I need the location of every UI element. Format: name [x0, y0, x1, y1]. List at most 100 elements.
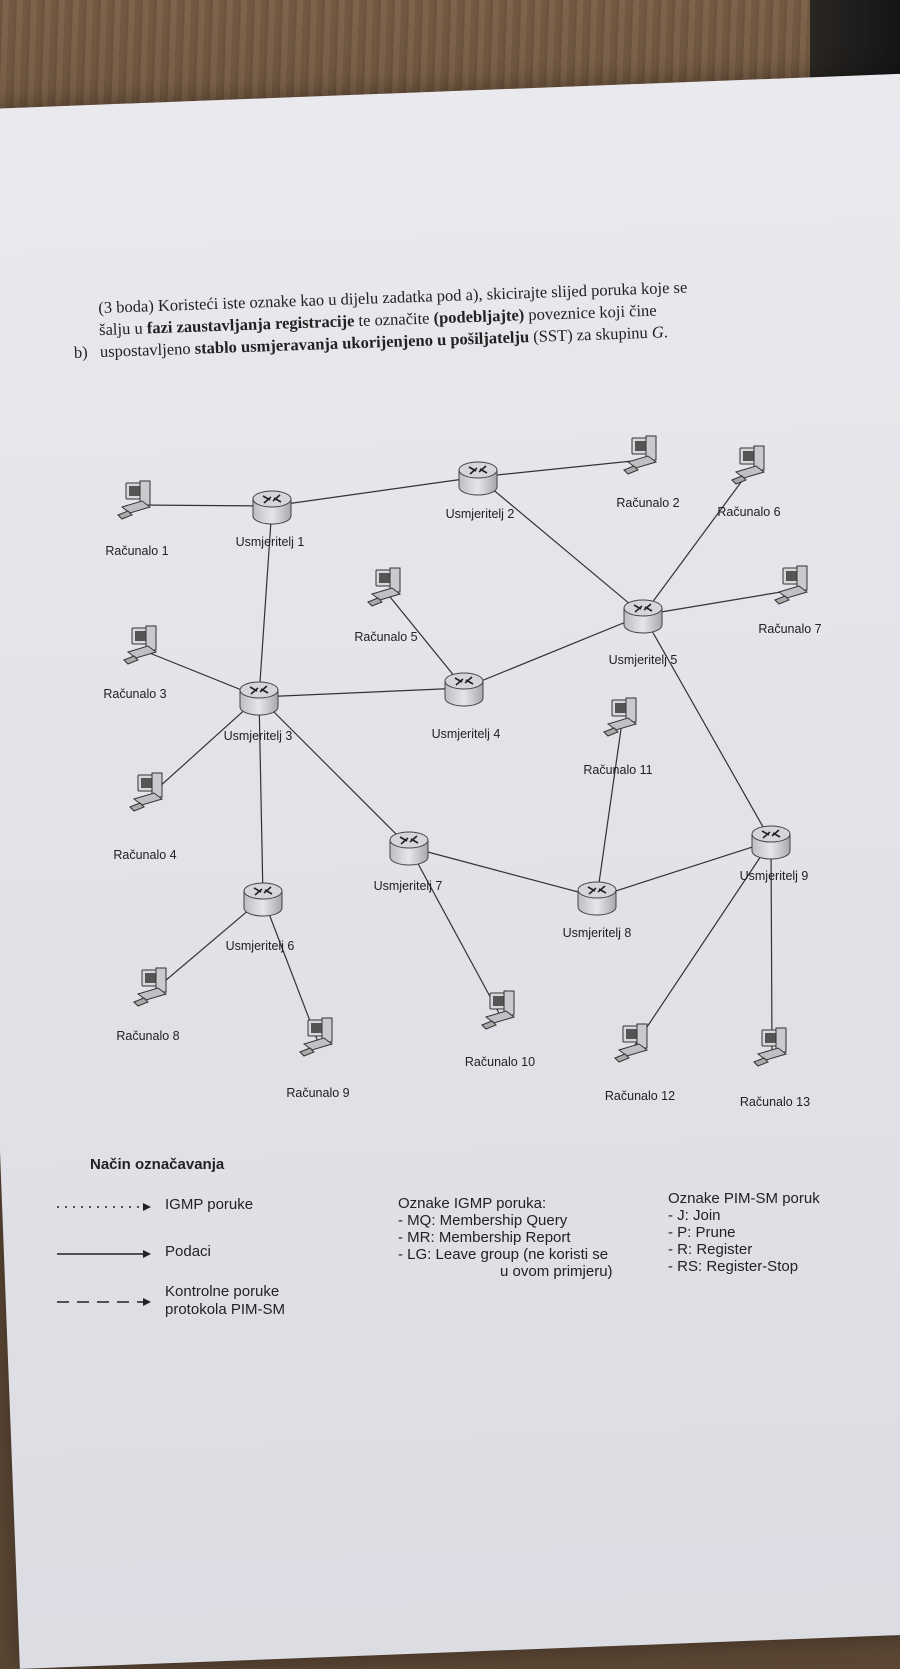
- computer-9: Računalo 9: [286, 1017, 350, 1100]
- link-r5-c6: [642, 469, 751, 616]
- router-icon: [252, 490, 292, 525]
- link-r9-c13: [770, 840, 773, 1053]
- computer-7: Računalo 7: [758, 565, 822, 636]
- links-layer: [135, 459, 794, 1053]
- pim-code-register-stop: - RS: Register-Stop: [668, 1258, 799, 1275]
- igmp-codes-title: Oznake IGMP poruka:: [398, 1195, 547, 1212]
- link-r3-r7: [258, 696, 410, 848]
- computer-icon: [133, 967, 167, 1007]
- router-5: Usmjeritelj 5: [609, 599, 678, 667]
- igmp-code-mq: - MQ: Membership Query: [398, 1212, 568, 1229]
- igmp-code-lg-cont: u ovom primjeru): [500, 1263, 613, 1280]
- legend-data-label: Podaci: [165, 1243, 211, 1260]
- link-r2-c2: [477, 459, 643, 478]
- router-label-2: Usmjeritelj 2: [446, 507, 515, 521]
- igmp-code-lg: - LG: Leave group (ne koristi se: [398, 1246, 609, 1263]
- link-r2-r5: [477, 476, 644, 616]
- router-label-8: Usmjeritelj 8: [563, 926, 632, 940]
- computer-5: Računalo 5: [354, 567, 418, 644]
- router-label-3: Usmjeritelj 3: [224, 729, 293, 743]
- computer-label-8: Računalo 8: [116, 1029, 179, 1043]
- link-r1-r2: [271, 476, 479, 507]
- solid-arrow-icon: [57, 1250, 151, 1258]
- computer-3: Računalo 3: [103, 625, 167, 701]
- computer-label-5: Računalo 5: [354, 630, 417, 644]
- link-r8-r9: [596, 840, 772, 898]
- computer-icon: [753, 1027, 787, 1067]
- link-r9-c12: [632, 840, 772, 1049]
- computer-label-3: Računalo 3: [103, 687, 166, 701]
- router-label-9: Usmjeritelj 9: [740, 869, 809, 883]
- pim-code-prune: - P: Prune: [668, 1224, 736, 1241]
- link-r5-r9: [642, 614, 772, 842]
- computer-label-13: Računalo 13: [740, 1095, 810, 1109]
- router-label-6: Usmjeritelj 6: [226, 939, 295, 953]
- computer-6: Računalo 6: [717, 445, 781, 519]
- link-c5-r4: [385, 591, 465, 689]
- router-icon: [444, 672, 484, 707]
- network-diagram: Usmjeritelj 1 Usmjeritelj 2 Usmjeritelj 3 U…: [103, 435, 822, 1109]
- link-c3-r3: [141, 649, 260, 698]
- dashed-arrow-icon: [57, 1298, 151, 1306]
- computer-4: Računalo 4: [113, 772, 177, 862]
- router-icon: [389, 831, 429, 866]
- computer-label-1: Računalo 1: [105, 544, 168, 558]
- pim-code-join: - J: Join: [668, 1207, 721, 1224]
- computer-label-6: Računalo 6: [717, 505, 780, 519]
- computer-icon: [614, 1023, 648, 1063]
- link-r6-c8: [151, 897, 264, 993]
- router-label-7: Usmjeritelj 7: [374, 879, 443, 893]
- computer-icon: [481, 990, 515, 1030]
- router-icon: [623, 599, 663, 634]
- computer-icon: [129, 772, 163, 812]
- computer-1: Računalo 1: [105, 480, 169, 558]
- router-label-4: Usmjeritelj 4: [432, 727, 501, 741]
- link-c11-r8: [596, 721, 623, 898]
- legend-igmp-label: IGMP poruke: [165, 1196, 254, 1213]
- link-r6-c9: [262, 897, 319, 1043]
- computer-icon: [603, 697, 637, 737]
- router-2: Usmjeritelj 2: [446, 461, 515, 521]
- nodes-layer: Usmjeritelj 1 Usmjeritelj 2 Usmjeritelj 3 U…: [103, 435, 822, 1109]
- router-icon: [243, 882, 283, 917]
- router-icon: [577, 881, 617, 916]
- router-3: Usmjeritelj 3: [224, 681, 293, 743]
- computer-8: Računalo 8: [116, 967, 180, 1043]
- computer-label-10: Računalo 10: [465, 1055, 535, 1069]
- computer-icon: [774, 565, 808, 605]
- computer-label-9: Računalo 9: [286, 1086, 349, 1100]
- legend-pim-label-1: Kontrolne poruke: [165, 1283, 280, 1300]
- computer-label-7: Računalo 7: [758, 622, 821, 636]
- computer-icon: [623, 435, 657, 475]
- pim-codes: Oznake PIM-SM poruk - J: Join - P: Prune…: [668, 1190, 820, 1275]
- link-r1-r3: [258, 505, 273, 698]
- link-r3-r4: [258, 687, 465, 698]
- pim-code-register: - R: Register: [668, 1241, 753, 1258]
- router-icon: [751, 825, 791, 860]
- computer-icon: [367, 567, 401, 607]
- link-r7-c10: [408, 846, 501, 1016]
- link-r4-r5: [463, 614, 644, 689]
- router-label-5: Usmjeritelj 5: [609, 653, 678, 667]
- computer-10: Računalo 10: [465, 990, 535, 1069]
- router-8: Usmjeritelj 8: [563, 881, 632, 940]
- router-6: Usmjeritelj 6: [226, 882, 295, 953]
- dotted-arrow-icon: [57, 1203, 151, 1211]
- computer-icon: [117, 480, 151, 520]
- router-7: Usmjeritelj 7: [374, 831, 443, 893]
- computer-2: Računalo 2: [616, 435, 680, 510]
- computer-13: Računalo 13: [740, 1027, 810, 1109]
- router-4: Usmjeritelj 4: [432, 672, 501, 741]
- igmp-code-mr: - MR: Membership Report: [398, 1229, 571, 1246]
- router-icon: [239, 681, 279, 716]
- computer-icon: [731, 445, 765, 485]
- computer-label-4: Računalo 4: [113, 848, 176, 862]
- router-label-1: Usmjeritelj 1: [236, 535, 305, 549]
- link-c1-r1: [135, 504, 273, 507]
- link-r7-r8: [408, 846, 598, 898]
- computer-label-12: Računalo 12: [605, 1089, 675, 1103]
- link-r3-r6: [258, 696, 264, 899]
- computer-label-11: Računalo 11: [583, 763, 652, 777]
- igmp-codes: Oznake IGMP poruka: - MQ: Membership Que…: [398, 1195, 613, 1280]
- computer-11: Računalo 11: [583, 697, 653, 777]
